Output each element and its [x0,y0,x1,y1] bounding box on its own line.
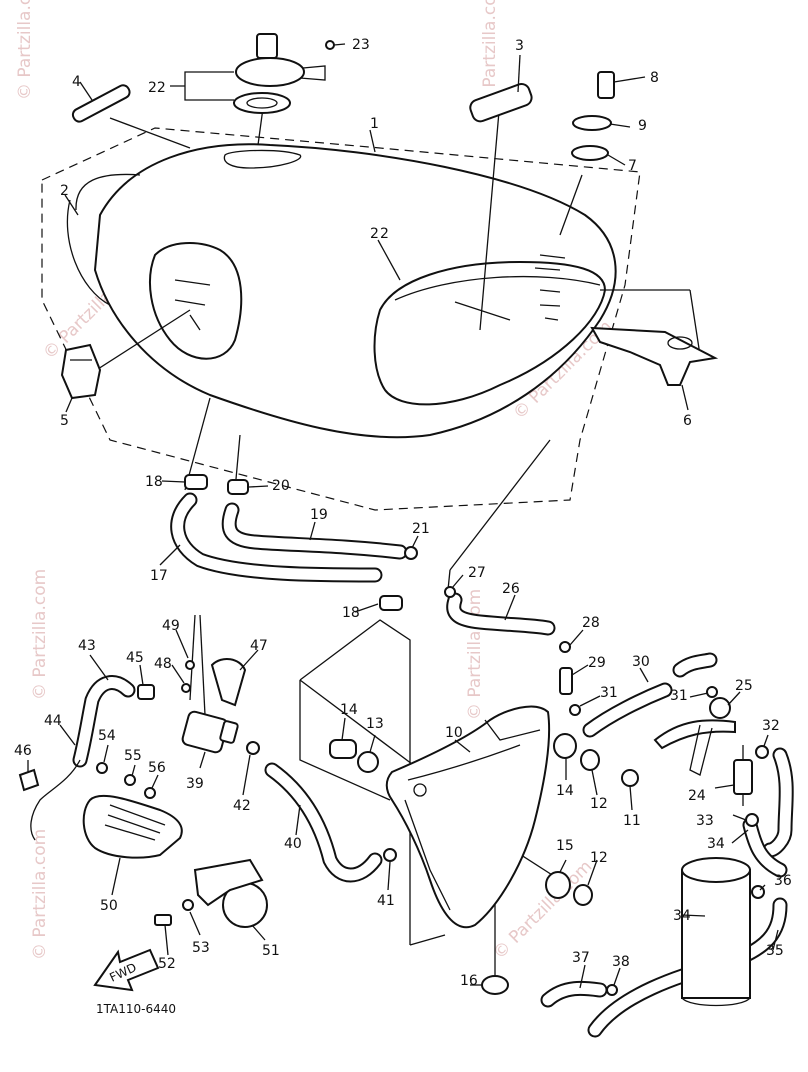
callout-45: 45 [126,650,144,666]
callout-2: 2 [380,226,389,242]
callout-8: 8 [650,70,659,86]
callout-56: 56 [148,760,166,776]
callout-37: 37 [572,950,590,966]
callout-44: 44 [44,713,62,729]
callout-53: 53 [192,940,210,956]
callout-18: 18 [145,474,163,490]
mount-hardware [329,733,639,995]
watermark: © Partzilla.com [30,829,50,960]
watermark: © Partzilla.com [480,0,500,110]
callout-14: 14 [340,702,358,718]
callout-32: 32 [762,718,780,734]
callout-42: 42 [233,798,251,814]
callout-24: 24 [688,788,706,804]
callout-1: 1 [370,116,379,132]
assembly-outline [41,127,641,511]
callout-13: 13 [366,716,384,732]
callout-12: 12 [590,850,608,866]
callout-31: 31 [670,688,688,704]
callout-43: 43 [78,638,96,654]
callout-17: 17 [150,568,168,584]
callout-54: 54 [98,728,116,744]
callout-27: 27 [468,565,486,581]
fuel-pump [181,658,247,754]
callout-16: 16 [460,973,478,989]
joint [559,667,573,695]
callout-25: 25 [735,678,753,694]
callout-14: 14 [556,783,574,799]
callout-29: 29 [588,655,606,671]
callout-41: 41 [377,893,395,909]
callout-35: 35 [766,943,784,959]
callout-11: 11 [623,813,641,829]
callout-50: 50 [100,898,118,914]
callout-30: 30 [632,654,650,670]
callout-4: 4 [72,74,81,90]
callout-26: 26 [502,581,520,597]
callout-leaders [27,43,779,989]
callout-23: 23 [352,37,370,53]
callout-40: 40 [284,836,302,852]
callout-34: 34 [673,908,691,924]
callout-12: 12 [590,796,608,812]
pump-cover [82,794,183,859]
callout-3: 3 [515,38,524,54]
callout-9: 9 [638,118,647,134]
callout-36: 36 [774,873,792,889]
callout-2: 2 [370,226,379,242]
watermark: © Partzilla.com [15,0,35,100]
fuel-tank [66,143,617,439]
watermark: © Partzilla.com [30,569,50,700]
emblem-plate [469,82,533,123]
callout-5: 5 [60,413,69,429]
tank-strip [71,84,131,123]
pump-bracket [154,858,268,928]
callout-39: 39 [186,776,204,792]
callout-22: 22 [148,80,166,96]
callout-19: 19 [310,507,328,523]
callout-7: 7 [628,158,637,174]
valve [733,745,753,806]
canister [681,857,751,1007]
callout-51: 51 [262,943,280,959]
bracket-25 [653,697,736,776]
fuel-cap-assembly [233,33,335,114]
callout-47: 47 [250,638,268,654]
callout-20: 20 [272,478,290,494]
callout-31: 31 [600,685,618,701]
clips [18,474,769,996]
callout-34: 34 [707,836,725,852]
forward-arrow: FWD [93,948,160,992]
rear-tank-bracket [590,326,719,386]
callout-46: 46 [14,743,32,759]
callout-38: 38 [612,954,630,970]
callout-52: 52 [158,956,176,972]
callout-49: 49 [162,618,180,634]
callout-28: 28 [582,615,600,631]
callout-2: 2 [60,183,69,199]
callout-48: 48 [154,656,172,672]
callout-21: 21 [412,521,430,537]
callout-15: 15 [556,838,574,854]
callout-33: 33 [696,813,714,829]
callout-18: 18 [342,605,360,621]
fuel-cock [60,343,102,400]
mount-parts [571,71,615,161]
document-id: 1TA110-6440 [96,1002,176,1016]
callout-10: 10 [445,725,463,741]
callout-6: 6 [683,413,692,429]
air-box-cover [385,705,551,929]
watermark: © Partzilla.com [465,589,485,720]
callout-55: 55 [124,748,142,764]
